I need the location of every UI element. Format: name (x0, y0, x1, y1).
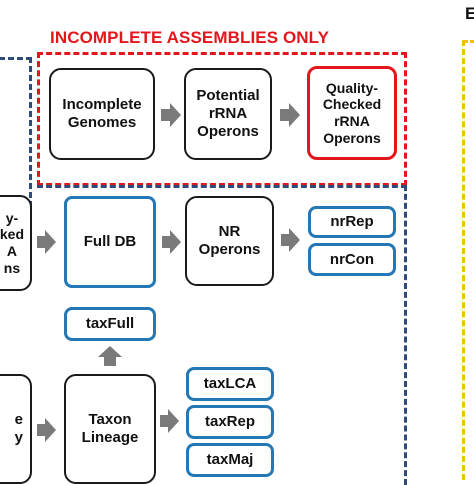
arrow-potential-to-quality-checked (280, 103, 300, 127)
arrow-genomes-to-taxon-lineage (37, 418, 56, 442)
full-db-node: Full DB (64, 196, 156, 288)
potential-rrna-operons-node: Potential rRNA Operons (184, 68, 272, 160)
panel-letter: E (465, 4, 474, 23)
database-navy-dashed-frame (37, 185, 407, 485)
arrow-taxon-lineage-to-outputs (160, 409, 179, 433)
genomes-partial-node: e y (0, 374, 32, 484)
taxon-lineage-node: Taxon Lineage (64, 374, 156, 484)
quality-checked-rrna-operons-node: Quality- Checked rRNA Operons (307, 66, 397, 160)
nrcon-node: nrCon (308, 243, 396, 276)
taxrep-node: taxRep (186, 405, 274, 439)
taxfull-node: taxFull (64, 307, 156, 341)
nr-operons-node: NR Operons (185, 196, 274, 286)
taxlca-node: taxLCA (186, 367, 274, 401)
arrow-nr-operons-to-outputs (281, 228, 300, 252)
arrow-partial-to-full-db (37, 230, 56, 254)
incomplete-assemblies-title: INCOMPLETE ASSEMBLIES ONLY (50, 28, 330, 47)
nrrep-node: nrRep (308, 206, 396, 238)
incomplete-assemblies-dashed-frame (37, 52, 407, 186)
flow-arrows (37, 103, 300, 442)
incomplete-genomes-node: Incomplete Genomes (49, 68, 155, 160)
left-navy-dashed-frame (0, 57, 32, 207)
arrow-incomplete-to-potential (161, 103, 181, 127)
arrow-taxon-lineage-to-taxfull (98, 346, 122, 366)
arrow-full-db-to-nr-operons (162, 230, 181, 254)
quality-checked-operons-partial-node: y- ked A ns (0, 195, 32, 291)
right-yellow-dashed-frame (462, 40, 474, 480)
